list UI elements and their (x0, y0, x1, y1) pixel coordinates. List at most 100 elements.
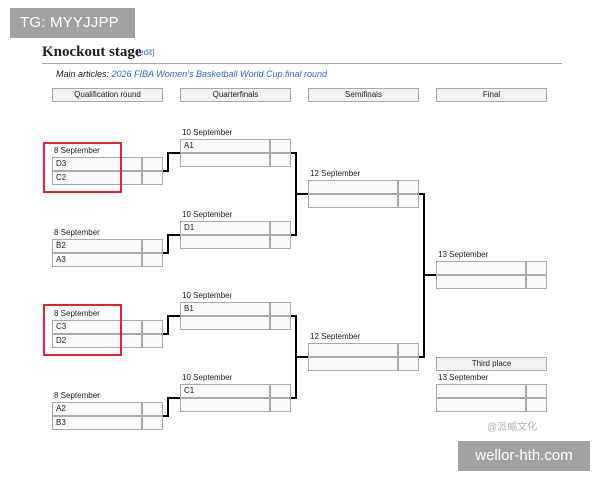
match-date: 13 September (438, 373, 489, 382)
bracket-connector (419, 193, 424, 195)
team-cell: B2 (52, 239, 142, 253)
score-cell (270, 235, 291, 249)
team-cell: A1 (180, 139, 270, 153)
score-cell (398, 180, 419, 194)
highlight-box (43, 304, 122, 356)
edit-link[interactable]: edit (139, 48, 153, 57)
match-date: 10 September (182, 128, 233, 137)
team-cell (308, 343, 398, 357)
match-date: 10 September (182, 373, 233, 382)
team-cell: C1 (180, 384, 270, 398)
team-cell (180, 153, 270, 167)
score-cell (526, 275, 547, 289)
bracket-connector (163, 252, 168, 254)
bracket-connector (163, 170, 168, 172)
overlay-label: TG: MYYJJPP (10, 8, 135, 38)
bracket-connector (167, 234, 180, 236)
team-cell (180, 316, 270, 330)
score-cell (270, 221, 291, 235)
match-date: 8 September (54, 146, 100, 155)
team-cell (308, 194, 398, 208)
team-cell (436, 398, 526, 412)
round-header-qualification: Qualification round (52, 88, 163, 102)
score-cell (142, 157, 163, 171)
bracket-connector (291, 234, 296, 236)
edit-section: [edit] (137, 48, 154, 57)
bracket-connector (167, 153, 169, 172)
score-cell (270, 153, 291, 167)
bracket-connector (291, 397, 296, 399)
team-cell: C3 (52, 320, 142, 334)
bracket-connector (295, 356, 308, 358)
match-date: 10 September (182, 291, 233, 300)
bracket-connector (419, 356, 424, 358)
hatnote: Main articles: 2026 FIBA Women's Basketb… (56, 69, 327, 79)
team-cell: B1 (180, 302, 270, 316)
match-date: 13 September (438, 250, 489, 259)
edit-bracket-open: [ (137, 48, 140, 57)
match-date: 8 September (54, 391, 100, 400)
team-cell (308, 357, 398, 371)
round-header-final: Final (436, 88, 547, 102)
third-place-header: Third place (436, 357, 547, 371)
score-cell (270, 302, 291, 316)
bracket-connector (167, 152, 180, 154)
score-cell (526, 398, 547, 412)
score-cell (270, 398, 291, 412)
team-cell: B3 (52, 416, 142, 430)
bracket-connector (167, 398, 169, 417)
team-cell: D1 (180, 221, 270, 235)
bracket-connector (291, 152, 296, 154)
match-date: 8 September (54, 309, 100, 318)
round-header-quarterfinals: Quarterfinals (180, 88, 291, 102)
score-cell (142, 334, 163, 348)
section-heading: Knockout stage (42, 44, 142, 60)
score-cell (142, 402, 163, 416)
edit-bracket-close: ] (152, 48, 155, 57)
highlight-box (43, 142, 122, 193)
score-cell (142, 253, 163, 267)
bracket-connector (163, 415, 168, 417)
score-cell (142, 239, 163, 253)
hatnote-prefix: Main articles: (56, 69, 112, 79)
bracket-connector (167, 316, 169, 335)
score-cell (270, 316, 291, 330)
team-cell: A2 (52, 402, 142, 416)
team-cell (436, 275, 526, 289)
team-cell: C2 (52, 171, 142, 185)
team-cell: A3 (52, 253, 142, 267)
score-cell (398, 343, 419, 357)
team-cell (308, 180, 398, 194)
match-date: 10 September (182, 210, 233, 219)
score-cell (142, 171, 163, 185)
match-date: 12 September (310, 332, 361, 341)
score-cell (526, 261, 547, 275)
team-cell (436, 384, 526, 398)
bracket-connector (291, 315, 296, 317)
watermark-text: @派威文化 (487, 422, 538, 433)
score-cell (398, 194, 419, 208)
score-cell (270, 139, 291, 153)
team-cell (436, 261, 526, 275)
bracket-connector (167, 315, 180, 317)
bracket-connector (423, 274, 436, 276)
bracket-connector (167, 397, 180, 399)
bracket-connector (167, 235, 169, 254)
score-cell (398, 357, 419, 371)
team-cell (180, 235, 270, 249)
main-article-link[interactable]: 2026 FIBA Women's Basketball World Cup f… (111, 69, 328, 79)
match-date: 12 September (310, 169, 361, 178)
bracket-connector (163, 333, 168, 335)
team-cell: D2 (52, 334, 142, 348)
heading-divider (42, 63, 562, 64)
team-cell (180, 398, 270, 412)
score-cell (270, 384, 291, 398)
bracket-connector (295, 193, 308, 195)
score-cell (526, 384, 547, 398)
match-date: 8 September (54, 228, 100, 237)
watermark-url: wellor-hth.com (458, 441, 590, 471)
round-header-semifinals: Semifinals (308, 88, 419, 102)
team-cell: D3 (52, 157, 142, 171)
score-cell (142, 416, 163, 430)
score-cell (142, 320, 163, 334)
